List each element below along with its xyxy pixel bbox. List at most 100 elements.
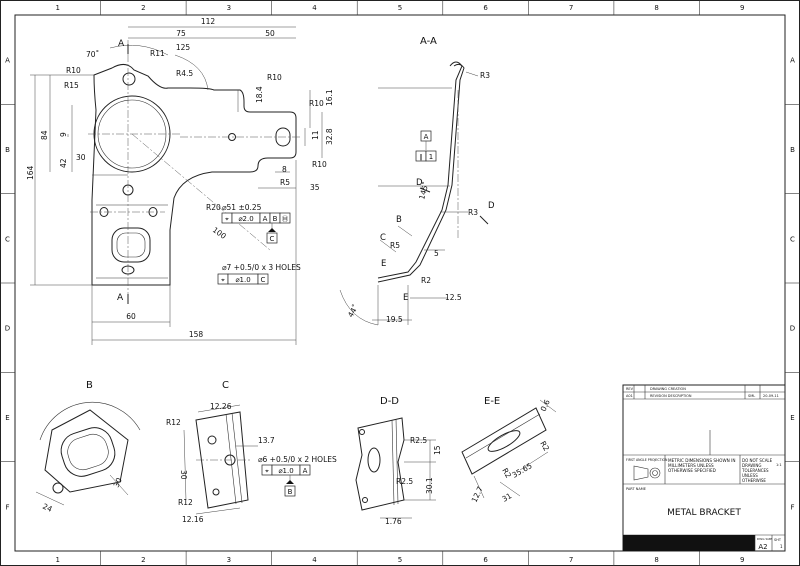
units-note: METRIC DIMENSIONS SHOWN IN MILLIMETERS U… (668, 458, 736, 473)
aa-dim-19-5: 19.5 (386, 315, 403, 324)
section-ee: E-E 0.6 R2 R2 35.65 12.7 31 (461, 396, 557, 504)
fcf-7: ⌖ ⌀1.0 C (217, 273, 269, 285)
size-label: DWG SIZE (757, 537, 772, 541)
dim-60: 60 (126, 312, 136, 321)
dd-dim-1-76: 1.76 (385, 517, 402, 526)
zone-col-top-9: 9 (740, 4, 744, 12)
zone-row-right-D: D (790, 325, 795, 333)
rev-row2-by: SML (748, 394, 755, 398)
section-dd: D-D R2.5 15 R2.5 30.1 1.76 (355, 396, 442, 526)
dim-70deg: 70˚ (86, 50, 99, 59)
aa-marker-d-top: D (416, 178, 423, 188)
aa-marker-e2: E (403, 293, 408, 303)
svg-text:C: C (261, 276, 266, 284)
fcf-51-ref-b: B (273, 215, 278, 223)
zone-row-left-C: C (5, 235, 10, 243)
part-name-label: PART NAME (626, 487, 646, 491)
dd-r2-5-bottom: R2.5 (396, 477, 413, 486)
svg-text:C: C (270, 235, 275, 243)
projection-label: FIRST ANGLE PROJECTION (626, 458, 668, 462)
dim-16-1: 16.1 (325, 89, 334, 106)
zone-col-top-4: 4 (312, 4, 317, 12)
dim-18-4: 18.4 (255, 86, 264, 103)
dim-164: 164 (26, 165, 35, 180)
zone-row-left-A: A (5, 57, 10, 65)
rev-row1-rev: REV (626, 387, 634, 391)
title-block: REV DRAWING CREATION A01 REVISION DESCRI… (622, 384, 786, 552)
svg-text:B: B (288, 488, 293, 496)
dim-r10a: R10 (66, 66, 81, 75)
dim-r4-5: R4.5 (176, 69, 193, 78)
dim-42: 42 (59, 158, 68, 168)
svg-text:⌖: ⌖ (265, 467, 269, 475)
detail-b: B 24 30 (35, 380, 141, 514)
dim-r11: R11 (150, 49, 165, 58)
ee-r2-right: R2 (538, 440, 551, 453)
section-a-top: A (118, 39, 125, 49)
svg-text:∥: ∥ (419, 153, 422, 161)
dd-dim-30-1: 30.1 (425, 477, 434, 494)
zone-col-bottom-1: 1 (56, 556, 60, 564)
svg-text:⌖: ⌖ (225, 215, 229, 223)
svg-text:A: A (303, 467, 308, 475)
dim-9: 9 (59, 132, 68, 137)
detail-c-dim-12-26: 12.26 (210, 402, 232, 411)
svg-text:A: A (424, 133, 429, 141)
detail-b-dim-30: 30 (112, 476, 124, 489)
zone-row-left-F: F (5, 503, 9, 511)
svg-text:⌀1.0: ⌀1.0 (278, 467, 293, 475)
zone-col-bottom-8: 8 (654, 556, 658, 564)
detail-c-dim-13-7: 13.7 (258, 436, 275, 445)
zone-row-right-B: B (790, 146, 795, 154)
size-value: A2 (758, 543, 767, 551)
scale-note: DO NOT SCALE DRAWING TOLERANCES UNLESS O… (742, 458, 773, 482)
dim-r10c: R10 (309, 99, 324, 108)
zone-col-bottom-2: 2 (141, 556, 145, 564)
hole-51-callout: ⌀51 ±0.25 (222, 203, 262, 212)
aa-marker-c: C (380, 233, 386, 243)
svg-text:Ⓜ: Ⓜ (282, 215, 289, 223)
zone-row-left-E: E (5, 414, 9, 422)
section-aa-title: A-A (420, 36, 437, 47)
detail-c-fcf: ⌖ ⌀1.0 A (261, 464, 311, 476)
dim-11: 11 (311, 130, 320, 140)
detail-c: C R12 12.26 13.7 30 R12 12.16 ⌀6 +0.5/0 … (166, 380, 337, 524)
dim-r5: R5 (280, 178, 290, 187)
main-view-outline (91, 64, 297, 286)
zone-col-top-8: 8 (654, 4, 658, 12)
zone-row-left-B: B (5, 146, 10, 154)
zone-col-bottom-4: 4 (312, 556, 317, 564)
rev-row2-desc: REVISION DESCRIPTION (650, 394, 692, 398)
dim-8: 8 (282, 165, 287, 174)
zone-col-top-2: 2 (141, 4, 145, 12)
zone-row-right-A: A (790, 57, 795, 65)
svg-text:1: 1 (429, 153, 433, 161)
aa-marker-e1: E (381, 259, 386, 269)
dim-r10d: R10 (312, 160, 327, 169)
projection-symbol (633, 465, 661, 481)
aa-datum-a: A (420, 130, 432, 150)
detail-b-title: B (86, 380, 93, 391)
dd-dim-15: 15 (433, 445, 442, 455)
section-ee-title: E-E (484, 396, 500, 407)
detail-c-dim-12-16: 12.16 (182, 515, 204, 524)
dim-84: 84 (40, 130, 49, 140)
detail-c-title: C (222, 380, 229, 391)
rev-row2-rev: A01 (626, 394, 633, 398)
detail-c-r12-top: R12 (166, 418, 181, 427)
detail-c-datum-b: B (284, 475, 296, 497)
aa-dim-12-5: 12.5 (445, 293, 462, 302)
zone-col-bottom-6: 6 (483, 556, 488, 564)
dim-35: 35 (310, 183, 320, 192)
top-hole (122, 72, 136, 86)
fcf-51: ⌖ ⌀2.0 A B Ⓜ (221, 212, 291, 224)
zone-col-bottom-7: 7 (569, 556, 573, 564)
aa-r2: R2 (421, 276, 431, 285)
dim-125: 125 (176, 43, 191, 52)
dim-30: 30 (76, 153, 86, 162)
fcf-51-ref-a: A (263, 215, 268, 223)
fcf-51-tolerance: ⌀2.0 (238, 215, 253, 223)
aa-r3-top: R3 (480, 71, 490, 80)
zone-col-top-1: 1 (56, 4, 60, 12)
